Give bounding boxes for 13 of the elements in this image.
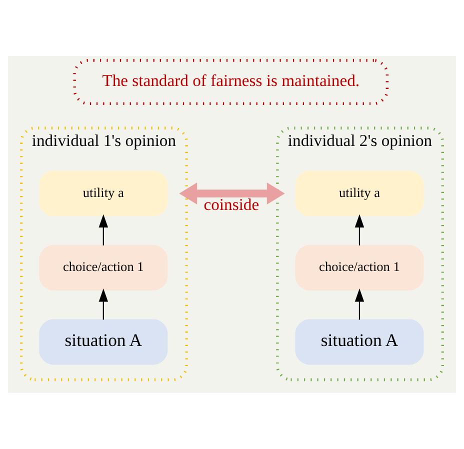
node-box: The standard of fairness is maintained. bbox=[73, 59, 389, 106]
edge-label: coinside bbox=[204, 195, 260, 214]
arrow bbox=[354, 214, 364, 246]
node-box: utility a bbox=[295, 170, 424, 216]
node-box: choice/action 1 bbox=[39, 245, 168, 290]
arrow bbox=[98, 214, 108, 246]
node-box: situation A bbox=[295, 319, 424, 365]
node-box: choice/action 1 bbox=[295, 245, 424, 290]
arrow bbox=[98, 288, 108, 320]
arrow bbox=[354, 288, 364, 320]
node-box: situation A bbox=[39, 319, 168, 365]
node-box: utility a bbox=[39, 170, 168, 216]
arrow bbox=[179, 182, 285, 204]
